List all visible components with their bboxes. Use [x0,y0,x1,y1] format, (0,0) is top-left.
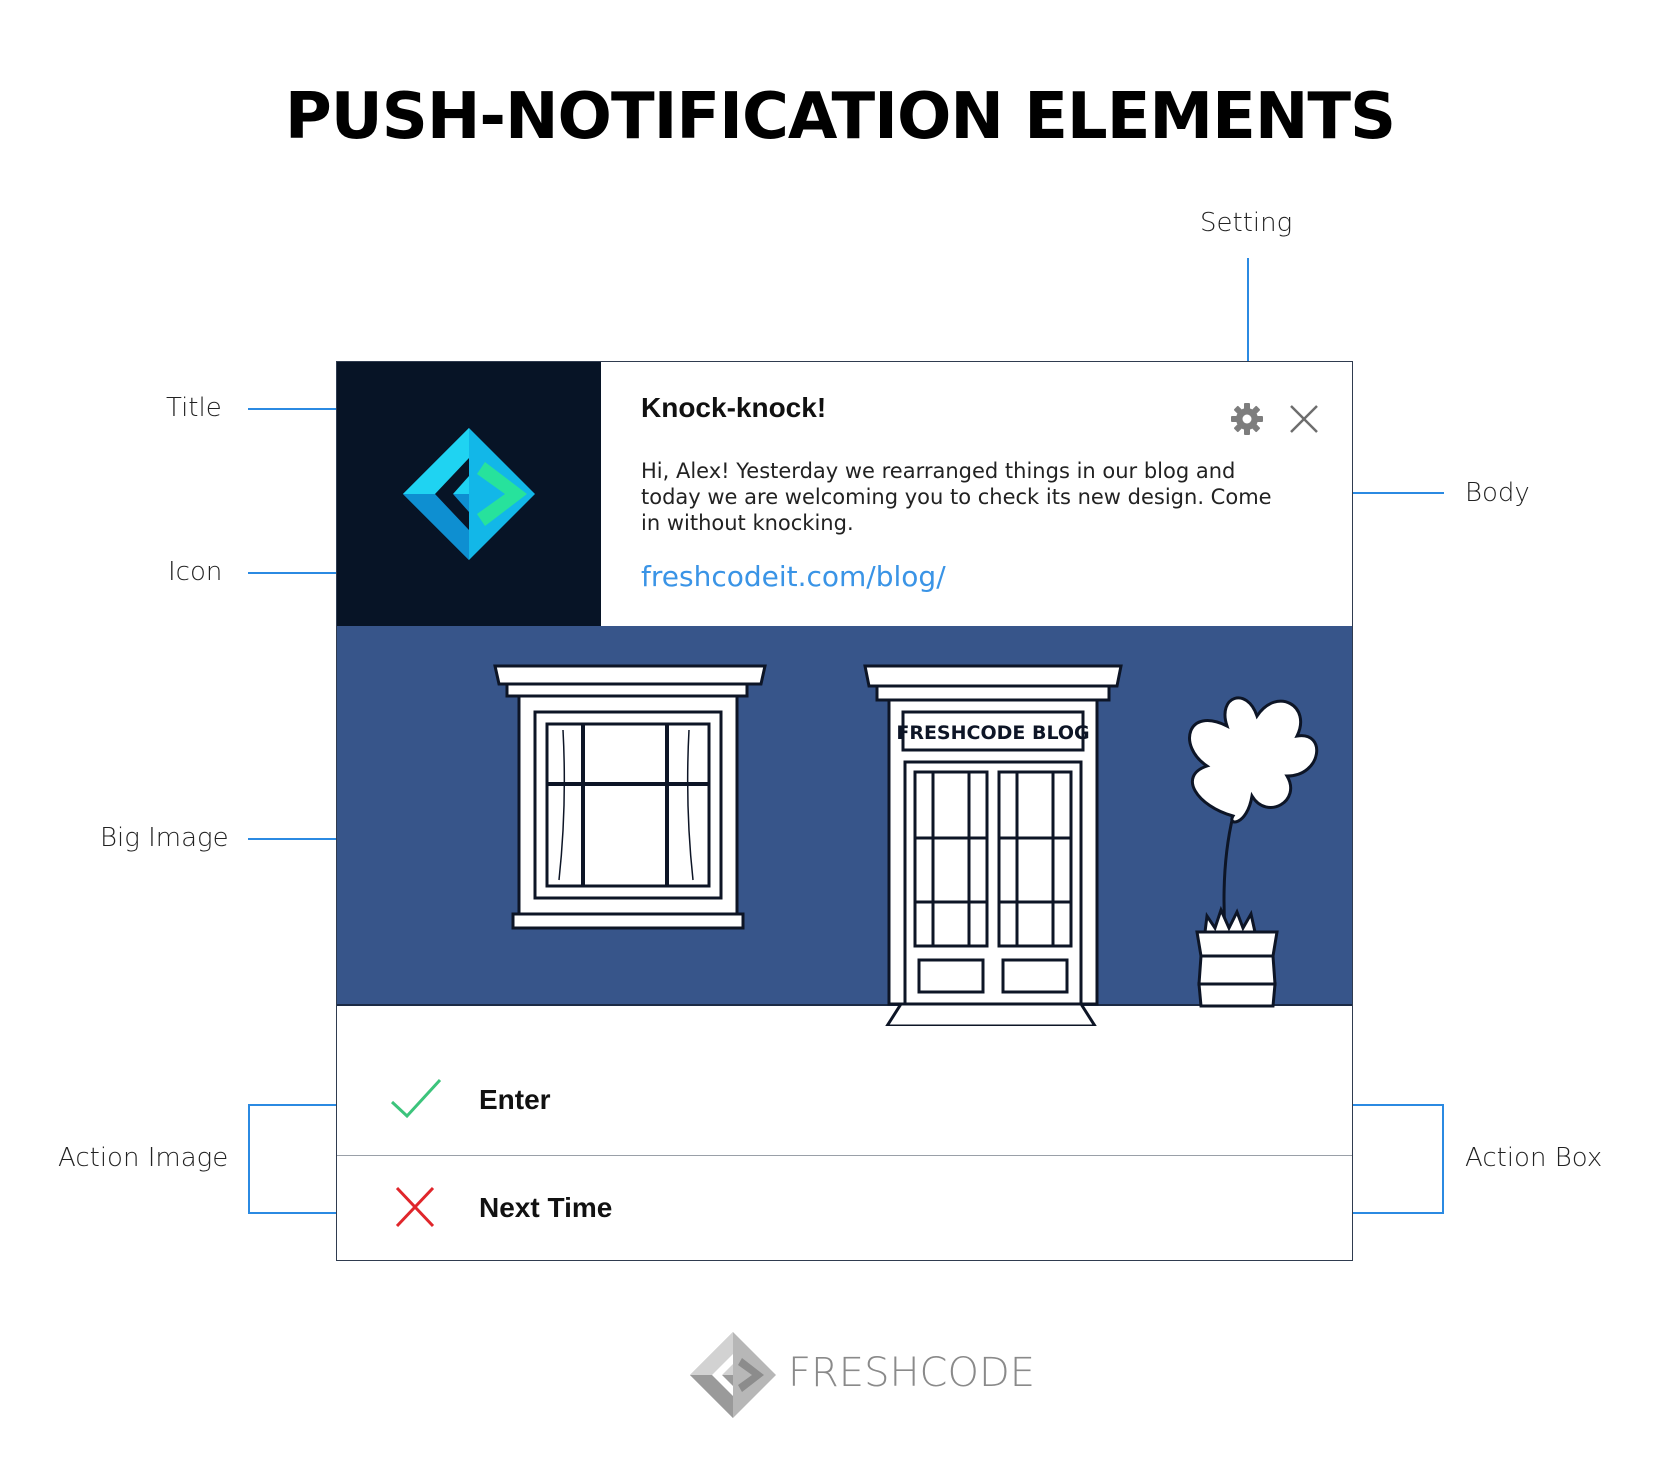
action-enter[interactable]: Enter [337,1048,1352,1156]
callout-body: Body [1465,478,1530,508]
callout-big-image: Big Image [100,823,229,853]
notification-title: Knock-knock! [641,392,827,423]
callout-setting: Setting [1200,208,1293,238]
check-icon [389,1076,443,1124]
setting-connector-line [1247,258,1249,378]
callout-title: Title [166,393,222,423]
body-connector-line [1322,492,1444,494]
blog-sign-text: FRESHCODE BLOG [896,722,1089,744]
action-box-bracket-vertical [1442,1104,1444,1214]
plant-illustration [1188,696,1319,1008]
freshcode-footer-logo-icon [688,1330,778,1420]
callout-icon: Icon [168,557,223,587]
window-illustration [493,664,767,930]
notification-body: Hi, Alex! Yesterday we rearranged things… [641,459,1272,535]
callout-action-image: Action Image [58,1143,229,1173]
notification-icon [337,362,601,626]
action-image-bracket-top [248,1104,370,1106]
big-image: FRESHCODE BLOG [337,626,1352,1028]
settings-gear-icon[interactable] [1230,402,1264,436]
action-image-bracket-vertical [248,1104,250,1214]
action-next-time[interactable]: Next Time [337,1156,1352,1260]
cross-icon [389,1184,443,1232]
close-icon[interactable] [1287,402,1321,436]
icon-connector-line [248,572,370,574]
action-divider [337,1155,1352,1156]
big-image-connector-line [248,838,370,840]
door-illustration: FRESHCODE BLOG [863,664,1123,1028]
action-enter-label: Enter [479,1084,551,1115]
footer-brand-text: FRESHCODE [788,1350,1036,1396]
notification-link[interactable]: freshcodeit.com/blog/ [641,560,946,593]
page-heading: PUSH-NOTIFICATION ELEMENTS [284,80,1396,154]
action-next-time-label: Next Time [479,1192,613,1223]
action-box-bracket-top [1322,1104,1444,1106]
freshcode-logo-icon [403,428,535,560]
notification-card[interactable]: Knock-knock! Hi, Alex! Yesterday we rear… [336,361,1353,1261]
action-box-bracket-bottom [1322,1212,1444,1214]
callout-action-box: Action Box [1465,1143,1603,1173]
action-image-bracket-bottom [248,1212,370,1214]
